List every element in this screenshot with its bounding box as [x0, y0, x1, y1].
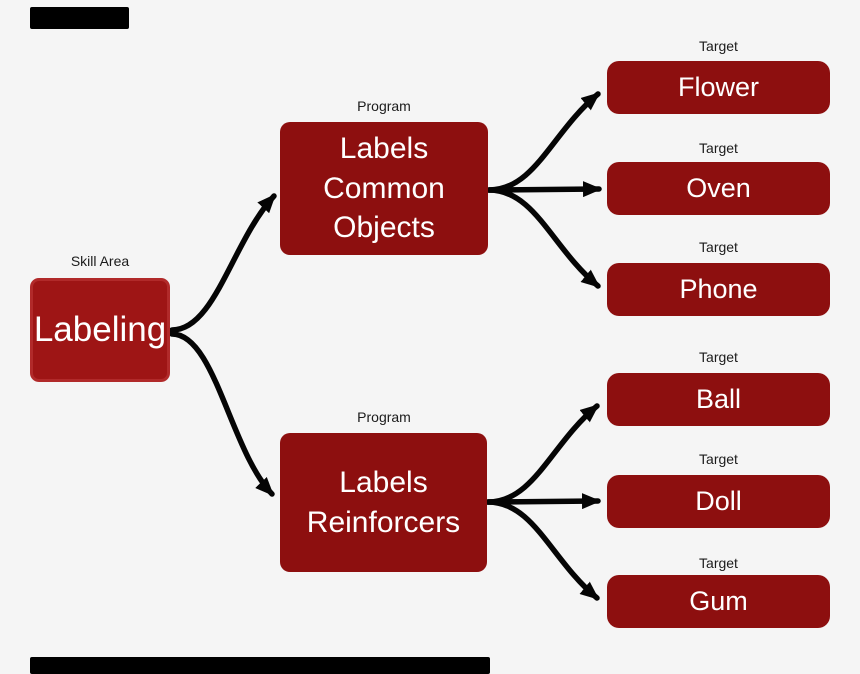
target-6-tag: Target: [699, 555, 738, 571]
target-node-oven[interactable]: Oven: [607, 162, 830, 215]
arrow-reinforcers-to-doll: [485, 493, 601, 510]
target-node-flower[interactable]: Flower: [607, 61, 830, 114]
target-6-label: Gum: [689, 586, 748, 616]
program-1-label: Labels Common Objects: [323, 132, 445, 245]
program-1-tag: Program: [357, 98, 411, 114]
target-1-tag: Target: [699, 38, 738, 54]
target-2-tag: Target: [699, 140, 738, 156]
target-3-tag: Target: [699, 239, 738, 255]
skill-area-node[interactable]: Labeling: [30, 278, 170, 382]
target-1-label: Flower: [677, 72, 759, 102]
program-2-tag: Program: [357, 409, 411, 425]
arrow-common-objects-to-phone: [486, 187, 601, 289]
watermark-redaction-bar-top: [30, 7, 129, 29]
arrow-common-objects-to-oven: [486, 181, 602, 198]
arrow-reinforcers-to-ball: [485, 403, 600, 505]
target-2-label: Oven: [686, 173, 751, 203]
skill-area-label: Labeling: [33, 310, 167, 349]
target-node-doll[interactable]: Doll: [607, 475, 830, 528]
program-node-labels-reinforcers[interactable]: Labels Reinforcers: [280, 433, 487, 572]
program-node-labels-common-objects[interactable]: Labels Common Objects: [280, 122, 488, 255]
target-5-tag: Target: [699, 451, 738, 467]
watermark-redaction-bar-bottom: [30, 657, 490, 674]
skill-area-tag: Skill Area: [70, 253, 130, 269]
target-node-ball[interactable]: Ball: [607, 373, 830, 426]
arrow-labeling-to-common-objects: [169, 193, 277, 333]
target-4-tag: Target: [699, 349, 738, 365]
target-node-phone[interactable]: Phone: [607, 263, 830, 316]
arrow-common-objects-to-flower: [486, 91, 601, 193]
target-3-label: Phone: [679, 274, 758, 304]
arrow-reinforcers-to-gum: [485, 499, 600, 601]
target-4-label: Ball: [695, 384, 742, 414]
target-5-label: Doll: [695, 486, 742, 516]
target-node-gum[interactable]: Gum: [607, 575, 830, 628]
arrow-labeling-to-reinforcers: [169, 331, 275, 497]
program-2-label: Labels Reinforcers: [306, 465, 461, 539]
